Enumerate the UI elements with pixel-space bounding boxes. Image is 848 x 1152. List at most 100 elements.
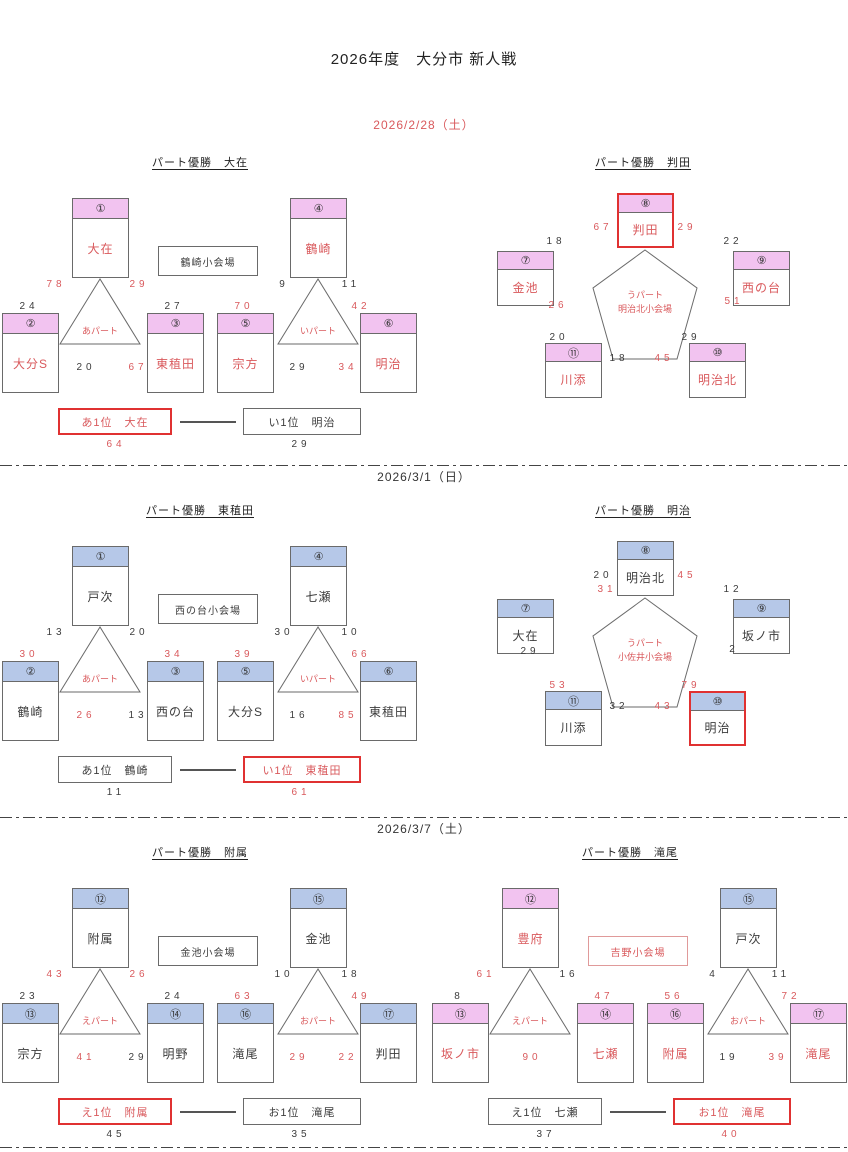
team-number-cell: ⑪ <box>546 692 601 710</box>
team-number: ⑨ <box>756 603 767 615</box>
score-label: 79 <box>681 680 701 691</box>
score-label: 34 <box>164 649 184 660</box>
team-name: 鶴崎 <box>17 704 44 719</box>
team-box: ⑧ 明治北 <box>617 541 674 596</box>
score-label: 45 <box>654 353 674 364</box>
bracket-heading: パート優勝 東稙田 <box>146 505 254 517</box>
team-box: ⑥ 明治 <box>360 313 417 393</box>
team-number-cell: ① <box>73 547 128 567</box>
team-number-cell: ② <box>3 662 58 682</box>
bracket-shapes <box>489 968 789 1035</box>
team-name: 滝尾 <box>805 1046 832 1061</box>
score-label: 29 <box>128 1052 148 1063</box>
team-number: ⑯ <box>240 1008 251 1021</box>
score-label: 18 <box>546 236 566 247</box>
result-score: 35 <box>291 1129 311 1140</box>
team-name: 明治北 <box>625 571 665 585</box>
result-connector <box>180 769 236 771</box>
score-label: 11 <box>341 279 361 290</box>
team-box: ⑬ 坂ノ市 <box>432 1003 489 1083</box>
venue-box: 金池小会場 <box>158 936 258 966</box>
part-label: あパート <box>81 674 119 684</box>
bracket-heading: パート優勝 滝尾 <box>582 847 678 859</box>
team-number: ⑩ <box>712 347 723 359</box>
team-number-cell: ⑯ <box>218 1004 273 1024</box>
team-name: 大分S <box>12 356 48 371</box>
result-box: え1位 附属 <box>58 1098 172 1125</box>
score-label: 24 <box>164 991 184 1002</box>
team-number-cell: ⑰ <box>791 1004 846 1024</box>
score-label: 9 <box>279 279 289 290</box>
bracket-shapes <box>59 626 359 693</box>
team-number: ④ <box>313 551 324 563</box>
team-name: 宗方 <box>17 1046 44 1061</box>
team-number: ⑦ <box>520 255 531 267</box>
round-robin-pentagon <box>592 597 698 708</box>
section-divider <box>0 1147 848 1148</box>
part-a-triangle <box>59 626 141 693</box>
part-label: えパート <box>81 1016 119 1026</box>
team-number: ⑦ <box>520 603 531 615</box>
team-number: ② <box>25 666 36 678</box>
bracket-shapes <box>592 249 698 360</box>
pentagon-label: うパート <box>626 638 664 648</box>
pentagon-label: 小佐井小会場 <box>617 652 673 662</box>
team-number-cell: ⑪ <box>546 344 601 362</box>
result-score: 45 <box>106 1129 126 1140</box>
result-score: 40 <box>721 1129 741 1140</box>
team-number: ⑯ <box>670 1008 681 1021</box>
team-number-cell: ① <box>73 199 128 219</box>
score-label: 78 <box>46 279 66 290</box>
team-name: 七瀬 <box>305 589 332 604</box>
team-name: 東稙田 <box>368 704 408 719</box>
team-number: ⑬ <box>455 1008 466 1021</box>
team-number-cell: ⑨ <box>734 252 789 270</box>
team-name: 戸次 <box>87 589 114 604</box>
team-number-cell: ⑤ <box>218 662 273 682</box>
team-number-cell: ⑮ <box>721 889 776 909</box>
part-a-triangle <box>489 968 571 1035</box>
score-label: 30 <box>19 649 39 660</box>
team-name: 坂ノ市 <box>440 1046 480 1061</box>
score-label: 20 <box>76 362 96 373</box>
team-number-cell: ⑫ <box>503 889 558 909</box>
team-name: 七瀬 <box>592 1046 619 1061</box>
team-name: 坂ノ市 <box>741 629 781 643</box>
score-label: 26 <box>548 300 568 311</box>
team-box: ⑨ 坂ノ市 <box>733 599 790 654</box>
part-label: いパート <box>299 326 337 336</box>
team-number-cell: ⑧ <box>618 542 673 560</box>
team-number: ⑩ <box>712 696 723 708</box>
score-label: 20 <box>129 627 149 638</box>
team-number-cell: ⑥ <box>361 314 416 334</box>
team-name: 滝尾 <box>232 1046 259 1061</box>
score-label: 31 <box>597 584 617 595</box>
pentagon-label: 明治北小会場 <box>617 304 673 314</box>
score-label: 29 <box>289 362 309 373</box>
score-label: 13 <box>128 710 148 721</box>
team-number-cell: ③ <box>148 662 203 682</box>
team-number: ⑥ <box>383 318 394 330</box>
team-name: 大分S <box>227 704 263 719</box>
pentagon-label: うパート <box>626 290 664 300</box>
section-date: 2026/3/7（土） <box>377 822 471 836</box>
score-label: 4 <box>709 969 719 980</box>
score-label: 51 <box>724 296 744 307</box>
team-name: 明治 <box>375 356 402 371</box>
round-robin-pentagon <box>592 249 698 360</box>
score-label: 56 <box>664 991 684 1002</box>
team-box: ② 鶴崎 <box>2 661 59 741</box>
